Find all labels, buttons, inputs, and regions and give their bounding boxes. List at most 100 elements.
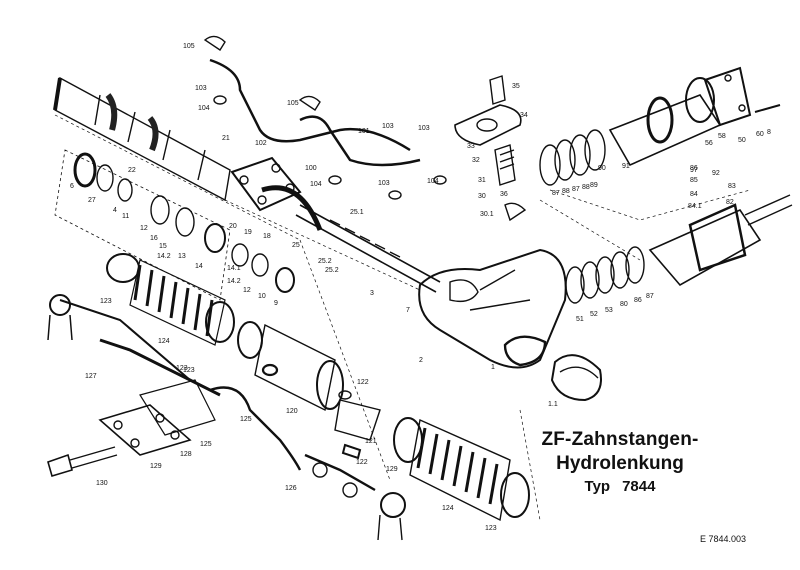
part-label: 3 [370, 290, 374, 297]
part-label: 58 [718, 133, 726, 140]
part-label: 19 [244, 229, 252, 236]
seal-ring-stack-upper [539, 66, 781, 186]
part-label: 88 [562, 188, 570, 195]
bracket-121-122 [334, 390, 381, 460]
part-label: 1.1 [548, 401, 558, 408]
part-label: 126 [285, 485, 297, 492]
part-label: 124 [158, 338, 170, 345]
outer-tube-22 [53, 76, 231, 202]
part-label: 22 [128, 167, 136, 174]
pinion-valve-assembly [648, 194, 793, 287]
part-label: 30.1 [480, 211, 494, 218]
part-label: 84 [690, 191, 698, 198]
bellows-boot-124-right [393, 417, 530, 522]
part-label: 20 [229, 223, 237, 230]
part-label: 89 [590, 182, 598, 189]
bellows-boot-124-left [106, 253, 235, 346]
part-label: 88 [582, 184, 590, 191]
steering-housing-1 [418, 248, 567, 369]
type-label: Typ [584, 478, 611, 495]
part-label: 25.2 [318, 258, 332, 265]
part-label: 87 [572, 186, 580, 193]
part-label: 25.2 [325, 267, 339, 274]
part-label: 104 [198, 105, 210, 112]
part-label: 86 [690, 165, 698, 172]
hydraulic-pipes-101-102 [203, 35, 447, 200]
part-label: 92 [712, 170, 720, 177]
leader-lines [54, 114, 751, 521]
part-label: 127 [85, 373, 97, 380]
part-label: 6 [70, 183, 74, 190]
part-label: 125 [240, 416, 252, 423]
part-label: 87 [552, 190, 560, 197]
part-label: 12 [243, 287, 251, 294]
part-label: 105 [287, 100, 299, 107]
part-label: 91 [622, 163, 630, 170]
part-label: 85 [690, 177, 698, 184]
part-label: 50 [738, 137, 746, 144]
part-label: 103 [378, 180, 390, 187]
part-label: 122 [356, 459, 368, 466]
part-label: 125 [200, 441, 212, 448]
part-label: 100 [305, 165, 317, 172]
part-label: 14.1 [227, 265, 241, 272]
part-label: 124 [442, 505, 454, 512]
part-label: 14.2 [157, 253, 171, 260]
part-label: 90 [598, 165, 606, 172]
tube-120 [237, 321, 344, 412]
tie-rod-left [47, 294, 302, 471]
type-number: 7844 [622, 478, 656, 495]
part-label: 30 [478, 193, 486, 200]
part-label: 129 [386, 466, 398, 473]
drawing-number: E 7844.003 [700, 534, 747, 544]
part-label: 80 [620, 301, 628, 308]
clamp-plate-128 [98, 379, 216, 456]
part-label: 15 [159, 243, 167, 250]
part-label: 7 [406, 307, 410, 314]
part-label: 4 [113, 207, 117, 214]
part-label: 103 [382, 123, 394, 130]
part-label: 84.1 [688, 203, 702, 210]
bolt-130 [47, 446, 118, 477]
part-label: 123 [485, 525, 497, 532]
part-label: 86 [634, 297, 642, 304]
part-label: 103 [195, 85, 207, 92]
part-label: 35 [512, 83, 520, 90]
housing-flange-20 [230, 156, 323, 231]
part-label: 121 [365, 438, 377, 445]
part-label: 32 [472, 157, 480, 164]
type-designation: Typ 7844 [525, 476, 715, 498]
part-label: 52 [590, 311, 598, 318]
end-cap-1-1 [550, 354, 602, 402]
part-label: 14 [195, 263, 203, 270]
part-label: 1 [491, 364, 495, 371]
part-label: 104 [310, 181, 322, 188]
part-label: 105 [183, 43, 195, 50]
part-label: 97 [690, 167, 698, 174]
rack-bar-3 [295, 204, 441, 293]
part-label: 14.2 [227, 278, 241, 285]
part-label: 31 [478, 177, 486, 184]
part-label: 36 [500, 191, 508, 198]
part-label: 129 [150, 463, 162, 470]
part-label: 51 [576, 316, 584, 323]
part-label: 25.1 [350, 209, 364, 216]
part-label: 123 [176, 365, 188, 372]
part-label: 8 [767, 129, 771, 136]
part-label: 87 [646, 293, 654, 300]
part-label: 33 [467, 143, 475, 150]
part-label: 60 [756, 131, 764, 138]
part-label: 123 [183, 367, 195, 374]
part-label: 12 [140, 225, 148, 232]
part-label: 103 [418, 125, 430, 132]
part-label: 9 [274, 300, 278, 307]
part-label: 101 [358, 128, 370, 135]
part-label: 104 [427, 178, 439, 185]
part-label: 27 [88, 197, 96, 204]
part-label: 18 [263, 233, 271, 240]
part-label: 130 [96, 480, 108, 487]
part-label: 123 [100, 298, 112, 305]
